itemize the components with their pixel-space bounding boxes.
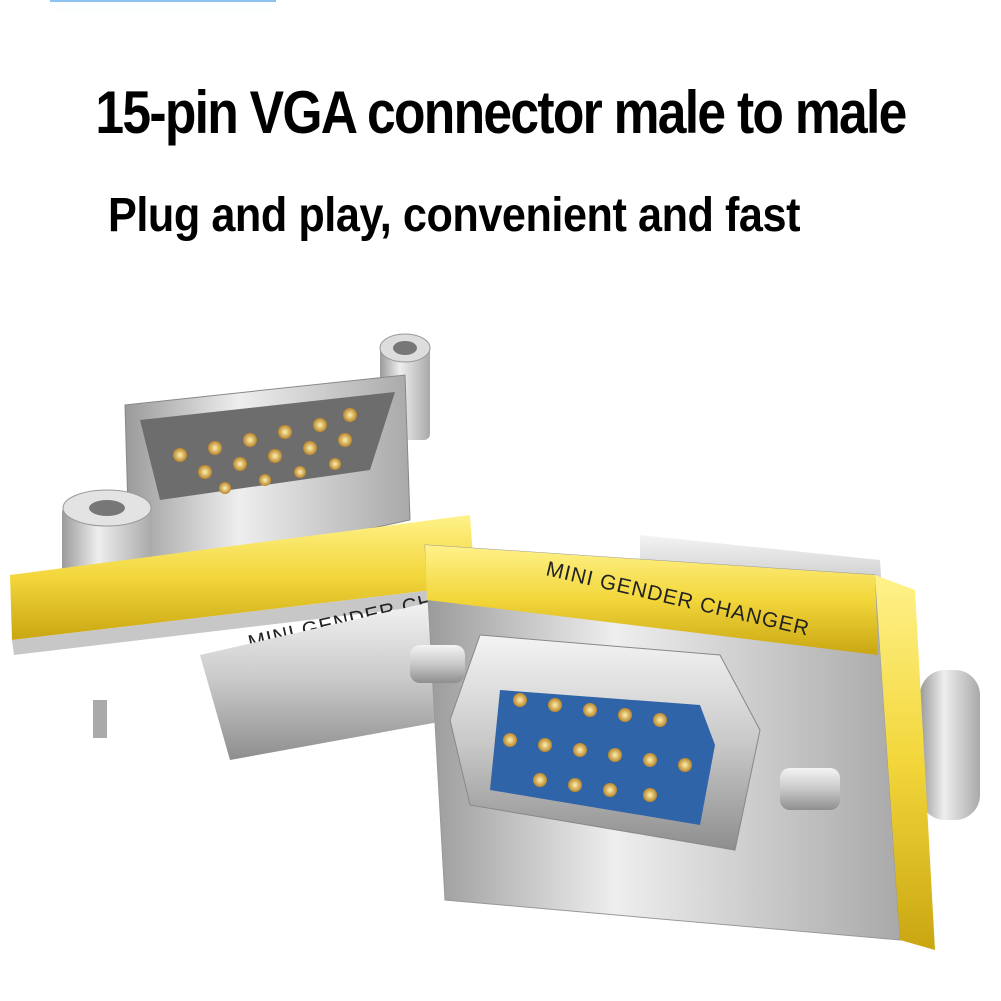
left-pins <box>173 408 357 494</box>
right-screw-right <box>780 768 840 810</box>
subheadline: Plug and play, convenient and fast <box>108 189 801 242</box>
top-accent-bar <box>50 0 276 2</box>
right-yellow-band <box>425 545 878 655</box>
left-thread-screw <box>93 700 107 738</box>
headline: 15-pin VGA connector male to male <box>95 79 907 146</box>
right-screw-left <box>410 645 465 683</box>
left-connector: MINI GENDER CHANGER <box>10 333 514 760</box>
left-yellow-band <box>10 515 475 640</box>
right-pins <box>503 693 692 802</box>
left-lower-shell <box>200 600 450 760</box>
right-connector: MINI GENDER CHANGER <box>410 535 980 950</box>
